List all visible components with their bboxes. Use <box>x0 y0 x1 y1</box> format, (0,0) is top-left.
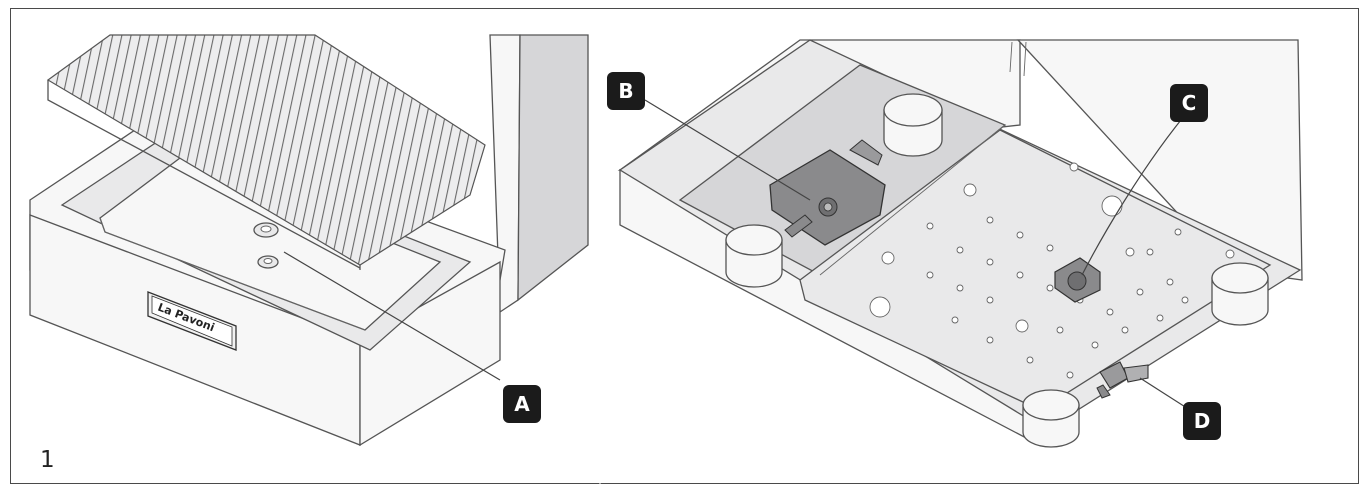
machine-underside-illustration <box>617 39 1303 448</box>
valve-c <box>1054 257 1101 303</box>
machine-feet <box>725 93 1269 448</box>
callout-c: C <box>1170 84 1208 122</box>
callout-b-label: B <box>618 79 633 103</box>
callout-d-label: D <box>1194 409 1211 433</box>
callout-c-label: C <box>1182 91 1197 115</box>
callout-b: B <box>607 72 645 110</box>
drip-tray-illustration: La Pavoni <box>29 34 589 447</box>
bracket-b <box>769 139 886 246</box>
callout-a: A <box>503 385 541 423</box>
callout-d: D <box>1183 402 1221 440</box>
callout-a-label: A <box>514 392 530 416</box>
fitting-d <box>1096 361 1149 399</box>
figure-number: 1 <box>40 447 55 473</box>
